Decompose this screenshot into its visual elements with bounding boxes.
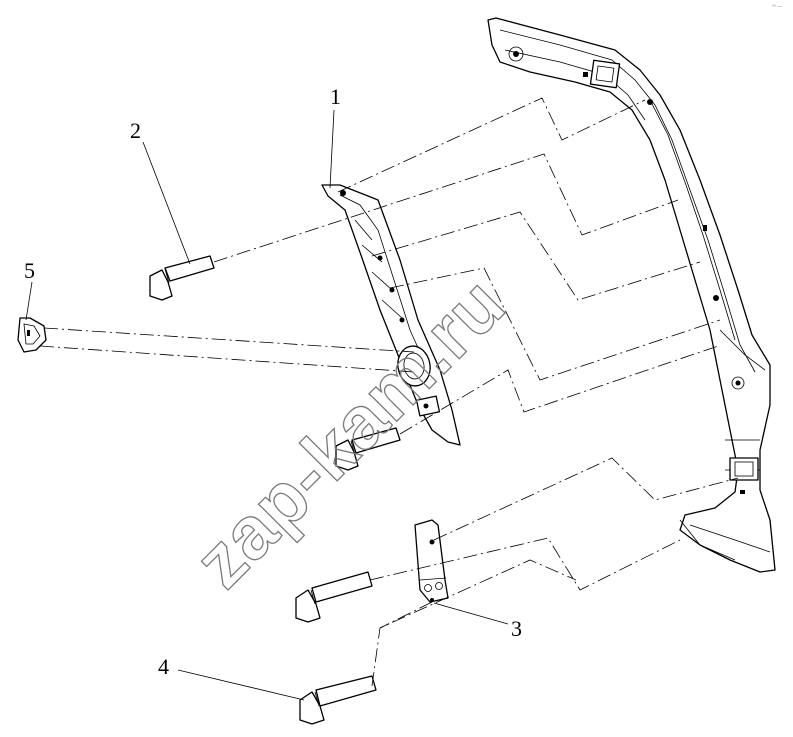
screw-part-2-upper bbox=[149, 255, 215, 301]
corner-mark: ºº — bbox=[772, 4, 782, 10]
callout-label-5: 5 bbox=[24, 258, 35, 283]
screw-part-2-lower bbox=[335, 427, 401, 471]
callout-label-1: 1 bbox=[330, 84, 341, 109]
leader-line-2 bbox=[142, 141, 191, 265]
body-pillar-frame bbox=[487, 17, 776, 573]
leader-line-5 bbox=[25, 281, 33, 321]
callout-label-2: 2 bbox=[130, 118, 141, 143]
leader-line-3 bbox=[433, 602, 509, 625]
leader-line-1 bbox=[329, 109, 335, 189]
callout-label-3: 3 bbox=[511, 616, 522, 641]
screw-part-4-upper bbox=[295, 571, 373, 623]
screw-part-4-lower bbox=[299, 675, 377, 725]
trim-bracket-part-3 bbox=[414, 519, 449, 603]
watermark-text: zap-kam.ru bbox=[179, 261, 521, 603]
leader-line-4 bbox=[177, 669, 305, 701]
leader-lines bbox=[25, 109, 509, 701]
callout-label-4: 4 bbox=[158, 654, 169, 679]
trim-panel-part-1 bbox=[321, 184, 461, 446]
assembly-centerlines bbox=[39, 97, 739, 687]
clip-part-5 bbox=[17, 317, 47, 353]
